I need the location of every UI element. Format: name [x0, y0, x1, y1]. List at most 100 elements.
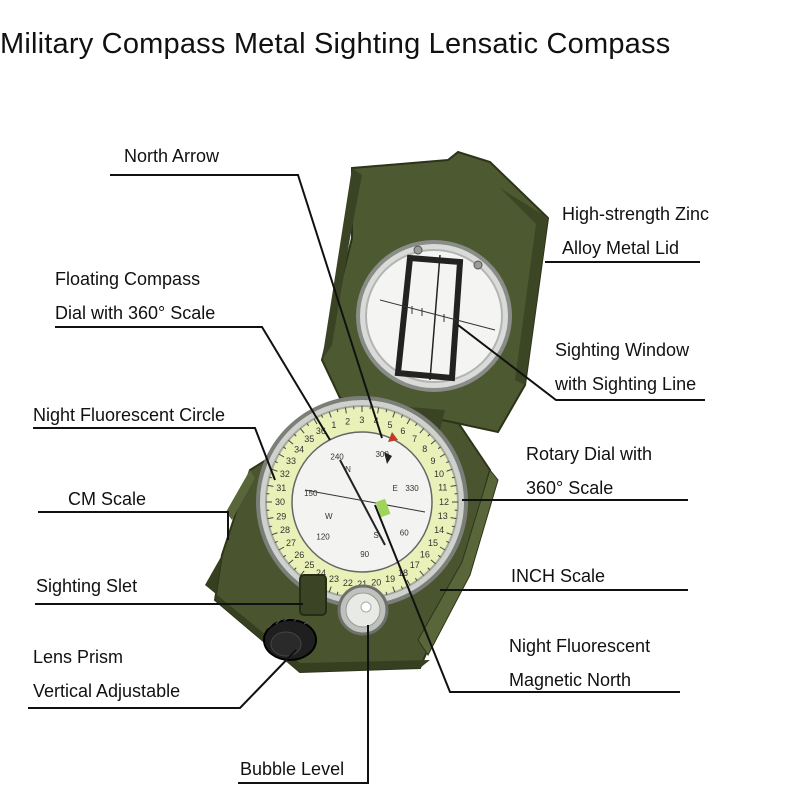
dial-tick: [385, 591, 388, 595]
dial-inner-number: 330: [405, 484, 419, 493]
dial-tick: [419, 428, 425, 434]
dial-inner-number: 60: [400, 528, 409, 537]
dial-tick: [450, 484, 457, 487]
dial-tick: [414, 423, 418, 427]
label-window-line1: Sighting Window: [555, 340, 690, 360]
dial-outer-number: 13: [438, 511, 448, 521]
dial-tick: [274, 460, 278, 464]
dial-outer-number: 29: [276, 511, 286, 521]
dial-tick: [269, 476, 273, 479]
dial-tick: [446, 532, 453, 536]
label-sighting-slet: Sighting Slet: [36, 576, 138, 596]
dial-tick: [278, 453, 285, 458]
lower-parts: [263, 574, 389, 661]
dial-tick: [377, 407, 380, 414]
dial-tick: [450, 517, 457, 520]
dial-tick: [439, 453, 446, 458]
dial-outer-number: 35: [304, 434, 314, 444]
dial-tick: [451, 476, 455, 479]
label-rotary-line1: Rotary Dial with: [526, 444, 653, 464]
dial-tick: [267, 517, 274, 520]
dial-outer-number: 1: [331, 420, 336, 430]
dial-outer-number: 25: [304, 560, 314, 570]
dial-tick: [283, 446, 287, 450]
dial-tick: [271, 468, 278, 472]
dial-tick: [406, 418, 411, 425]
dial-outer-number: 8: [422, 444, 427, 454]
dial-cardinal: W: [325, 512, 333, 521]
label-floating-line1: Floating Compass: [55, 269, 201, 289]
dial-tick: [288, 439, 294, 445]
dial-outer-number: 24: [316, 568, 326, 578]
label-magnetic-line1: Night Fluorescent: [509, 636, 651, 656]
dial-outer-number: 16: [420, 550, 430, 560]
dial-outer-number: 32: [280, 469, 290, 479]
dial-outer-number: 28: [280, 525, 290, 535]
dial-tick: [446, 540, 450, 544]
label-rotary-line2: 360° Scale: [526, 478, 614, 498]
dial-tick: [446, 468, 453, 472]
dial-outer-number: 10: [434, 469, 444, 479]
label-lid-line2: Alloy Metal Lid: [562, 238, 680, 258]
dial-tick: [451, 525, 455, 528]
dial-tick: [274, 540, 278, 544]
dial-inner-number: 300: [375, 450, 389, 459]
leader-lines: [28, 174, 705, 784]
dial-tick: [328, 411, 332, 418]
dial-outer-number: 34: [294, 444, 304, 454]
label-magnetic-line2: Magnetic North: [509, 670, 632, 690]
dial-inner-number: 120: [316, 532, 330, 541]
dial-tick: [336, 409, 339, 413]
dial-outer-number: 33: [286, 456, 296, 466]
dial-tick: [269, 525, 273, 528]
dial-outer-number: 14: [434, 525, 444, 535]
dial-tick: [437, 554, 441, 558]
dial-tick: [267, 484, 274, 487]
dial-inner-number: 90: [360, 550, 369, 559]
dial-tick: [400, 414, 404, 418]
dial-tick: [299, 570, 305, 576]
dial-outer-number: 12: [439, 497, 449, 507]
dial-tick: [344, 407, 347, 414]
dial-outer-number: 11: [438, 483, 447, 493]
dial-tick: [283, 554, 287, 558]
label-bubble-level: Bubble Level: [240, 759, 345, 779]
dial-outer-number: 6: [400, 426, 405, 436]
dial-tick: [313, 418, 318, 425]
compass-lid: [320, 150, 550, 434]
dial-tick: [293, 433, 297, 437]
dial-tick: [437, 446, 441, 450]
dial-tick: [385, 409, 388, 413]
dial-outer-number: 5: [387, 420, 392, 430]
dial-tick: [306, 423, 310, 427]
dial-tick: [328, 586, 332, 593]
dial-tick: [439, 546, 446, 551]
dial-tick: [427, 433, 431, 437]
dial-outer-number: 31: [276, 483, 286, 493]
dial-inner-number: 150: [304, 489, 318, 498]
label-inch-scale: INCH Scale: [511, 566, 606, 586]
dial-tick: [446, 460, 450, 464]
dial-outer-number: 7: [412, 434, 417, 444]
dial-outer-number: 23: [329, 574, 339, 584]
dial-outer-number: 3: [359, 415, 364, 425]
dial-outer-number: 2: [345, 416, 350, 426]
dial-tick: [288, 559, 294, 565]
dial-tick: [400, 586, 404, 590]
dial-outer-number: 36: [316, 426, 326, 436]
page-title: Military Compass Metal Sighting Lensatic…: [0, 28, 671, 60]
dial-tick: [293, 567, 297, 571]
dial-outer-number: 20: [371, 578, 381, 588]
dial-tick: [392, 586, 396, 593]
dial-tick: [336, 591, 339, 595]
dial-inner-number: 240: [330, 452, 344, 461]
label-north-arrow: North Arrow: [124, 146, 220, 166]
label-night-circle: Night Fluorescent Circle: [33, 405, 226, 425]
dial-cardinal: E: [392, 484, 397, 493]
dial-tick: [278, 546, 285, 551]
dial-outer-number: 17: [410, 560, 420, 570]
dial-outer-number: 30: [275, 497, 285, 507]
dial-tick: [414, 577, 418, 581]
dial-cardinal: N: [345, 465, 351, 474]
